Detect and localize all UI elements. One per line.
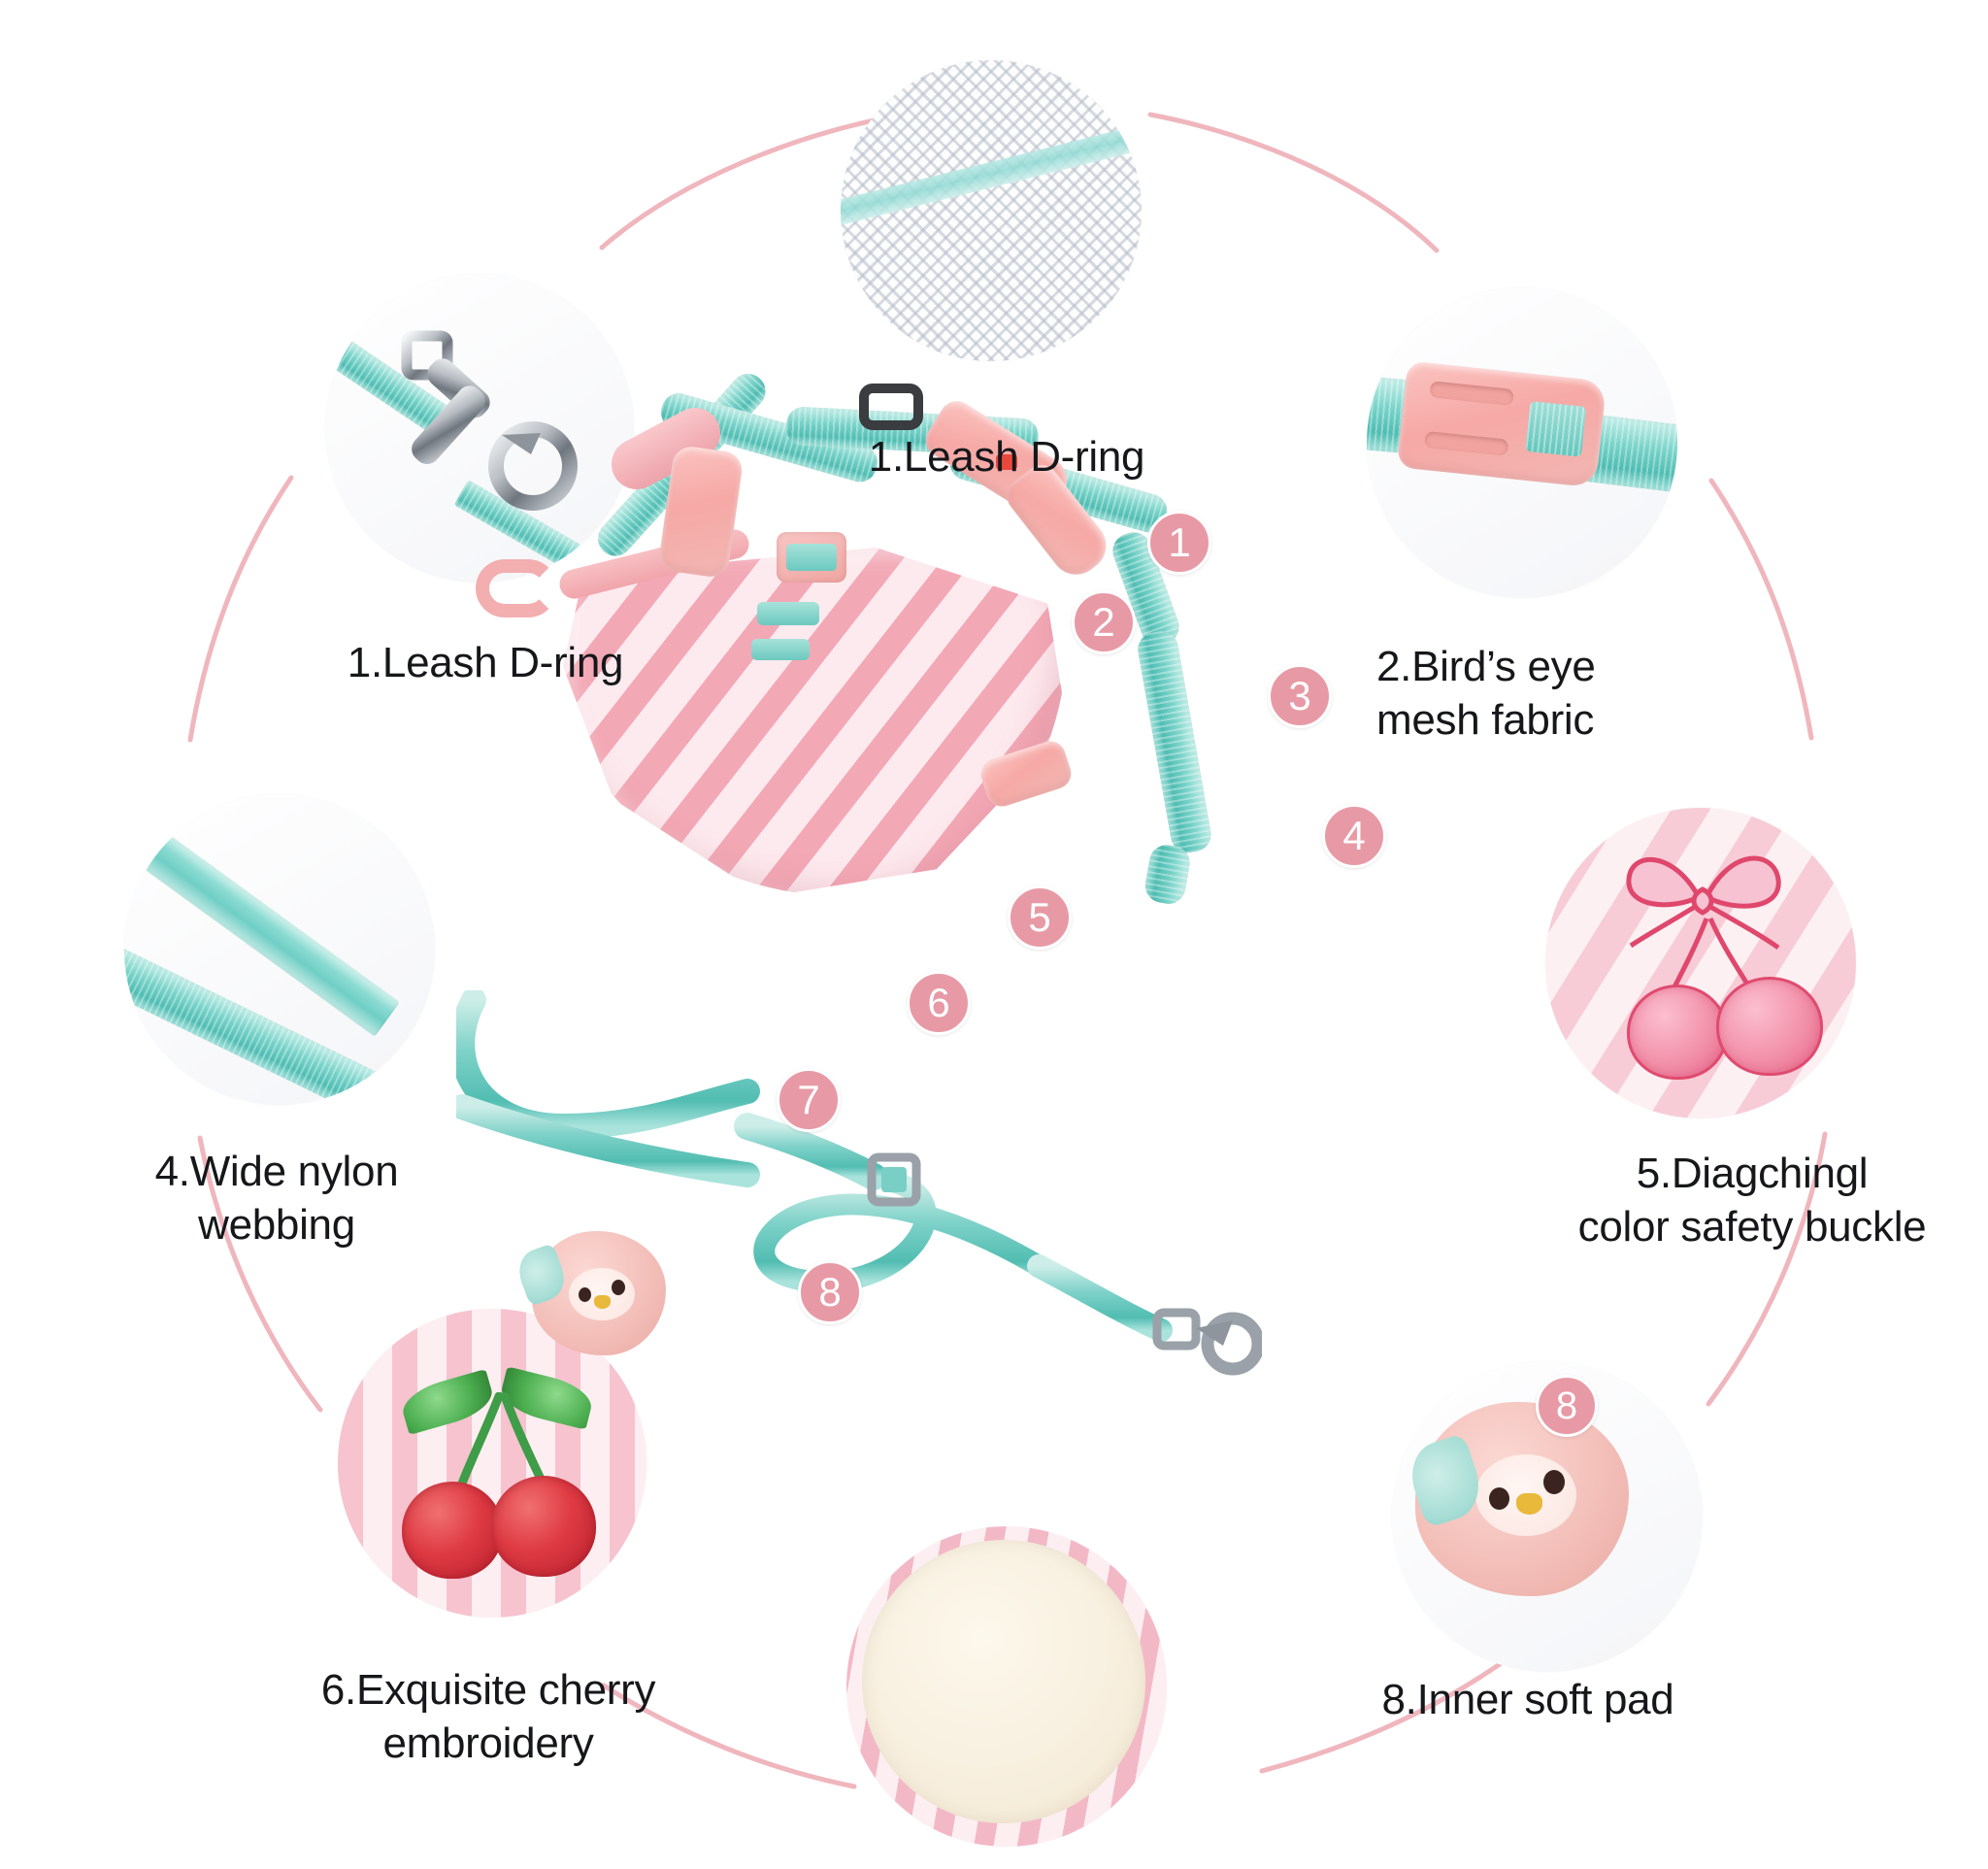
harness-webbing-loop-a [757,602,819,625]
pink-cherry-swatch [1545,808,1856,1118]
caption-color-safety-buckle: 5.Diagchingl color safety buckle [1577,1150,1927,1251]
cherry-red-left [402,1482,503,1579]
harness-buckle-release-marker [996,454,1017,470]
arc-left-upper [187,475,294,743]
soft-pad-photo [846,1526,1167,1847]
leash-body-lower [1027,1254,1173,1342]
badge-2-label: 2 [1092,599,1115,645]
circle-nylon-webbing [124,794,435,1105]
badge-6-label: 6 [927,980,950,1025]
harness-webbing-loop-b [751,639,810,660]
circle-mesh-fabric [841,60,1142,361]
harness-adjuster-1-webbing [786,544,837,571]
leash-coil [753,1172,1049,1293]
plush-beak [1516,1493,1542,1515]
leash-strap-icon [456,990,1262,1376]
buckle-webbing-window [1525,400,1587,457]
cherry-left [1627,985,1728,1080]
badge-7-label: 7 [797,1077,820,1122]
harness-product-photo [476,366,1475,1204]
caption-leash-d-ring-left: 1.Leash D-ring [347,639,624,686]
circle-red-cherry [338,1309,646,1618]
plush-eye-right [1543,1470,1565,1494]
badge-1[interactable]: 1 [1147,511,1211,575]
cherry-right [1716,977,1823,1076]
caption-wide-nylon-webbing: 4.Wide nylon webbing [154,1148,399,1249]
leash-body-upper [734,1113,887,1190]
badge-5[interactable]: 5 [1008,885,1072,950]
circle-safety-buckle [1367,287,1677,598]
badge-4-label: 4 [1342,813,1366,858]
d-ring-photo [325,274,634,583]
leash-plush-beak [594,1295,611,1309]
pad-cream-surface [862,1540,1145,1823]
harness-d-ring-icon [859,384,923,430]
leash-plush-eye-left [579,1287,591,1302]
circle-inner-soft-pad [846,1526,1167,1847]
badge-4[interactable]: 4 [1322,804,1386,868]
badge-8-detail-label: 8 [1555,1385,1578,1427]
badge-7[interactable]: 7 [777,1068,841,1132]
badge-8-label: 8 [818,1269,842,1315]
bow-embroidery-icon [1626,855,1781,951]
harness-left-loop [476,559,557,617]
leash-photo [456,990,1262,1408]
plush-charm-photo: 8 [1392,1361,1703,1672]
mesh-fabric-swatch [841,60,1142,361]
metal-clasp-icon [401,330,578,511]
leash-plush-eye-right [612,1280,625,1295]
plush-eye-left [1489,1487,1509,1510]
circle-leash-d-ring [325,274,634,583]
badge-1-label: 1 [1168,519,1191,565]
leash-metal-snap-hook [1152,1308,1262,1376]
caption-inner-soft-pad: 8.Inner soft pad [1381,1676,1674,1723]
arc-topright [1147,112,1440,253]
circle-plush-charm: 8 [1392,1361,1703,1672]
badge-5-label: 5 [1028,894,1051,940]
harness-adjuster-1 [777,532,846,583]
cherry-red-right [491,1476,596,1577]
harness-side-strap-lower [1142,842,1193,907]
badge-6[interactable]: 6 [907,971,971,1035]
harness-side-strap [1135,628,1214,856]
circle-pink-cherry-bow [1545,808,1856,1118]
badge-8-detail: 8 [1536,1375,1598,1437]
badge-2[interactable]: 2 [1072,590,1136,654]
leash-handle-lower [456,1094,760,1187]
red-cherry-swatch [338,1309,646,1618]
badge-3[interactable]: 3 [1268,664,1332,728]
leash-slider-buckle [867,1152,921,1207]
harness-vest-body [563,548,1068,897]
caption-cherry-embroidery: 6.Exquisite cherry embroidery [320,1666,656,1767]
mesh-teal-stripe [841,118,1142,232]
caption-leash-d-ring-top: 1.Leash D-ring [868,433,1145,481]
badge-8[interactable]: 8 [798,1260,862,1324]
webbing-photo [124,794,435,1105]
caption-birds-eye-mesh: 2.Bird’s eye mesh fabric [1376,643,1596,744]
leash-handle-loop [456,990,760,1140]
badge-3-label: 3 [1288,673,1311,718]
